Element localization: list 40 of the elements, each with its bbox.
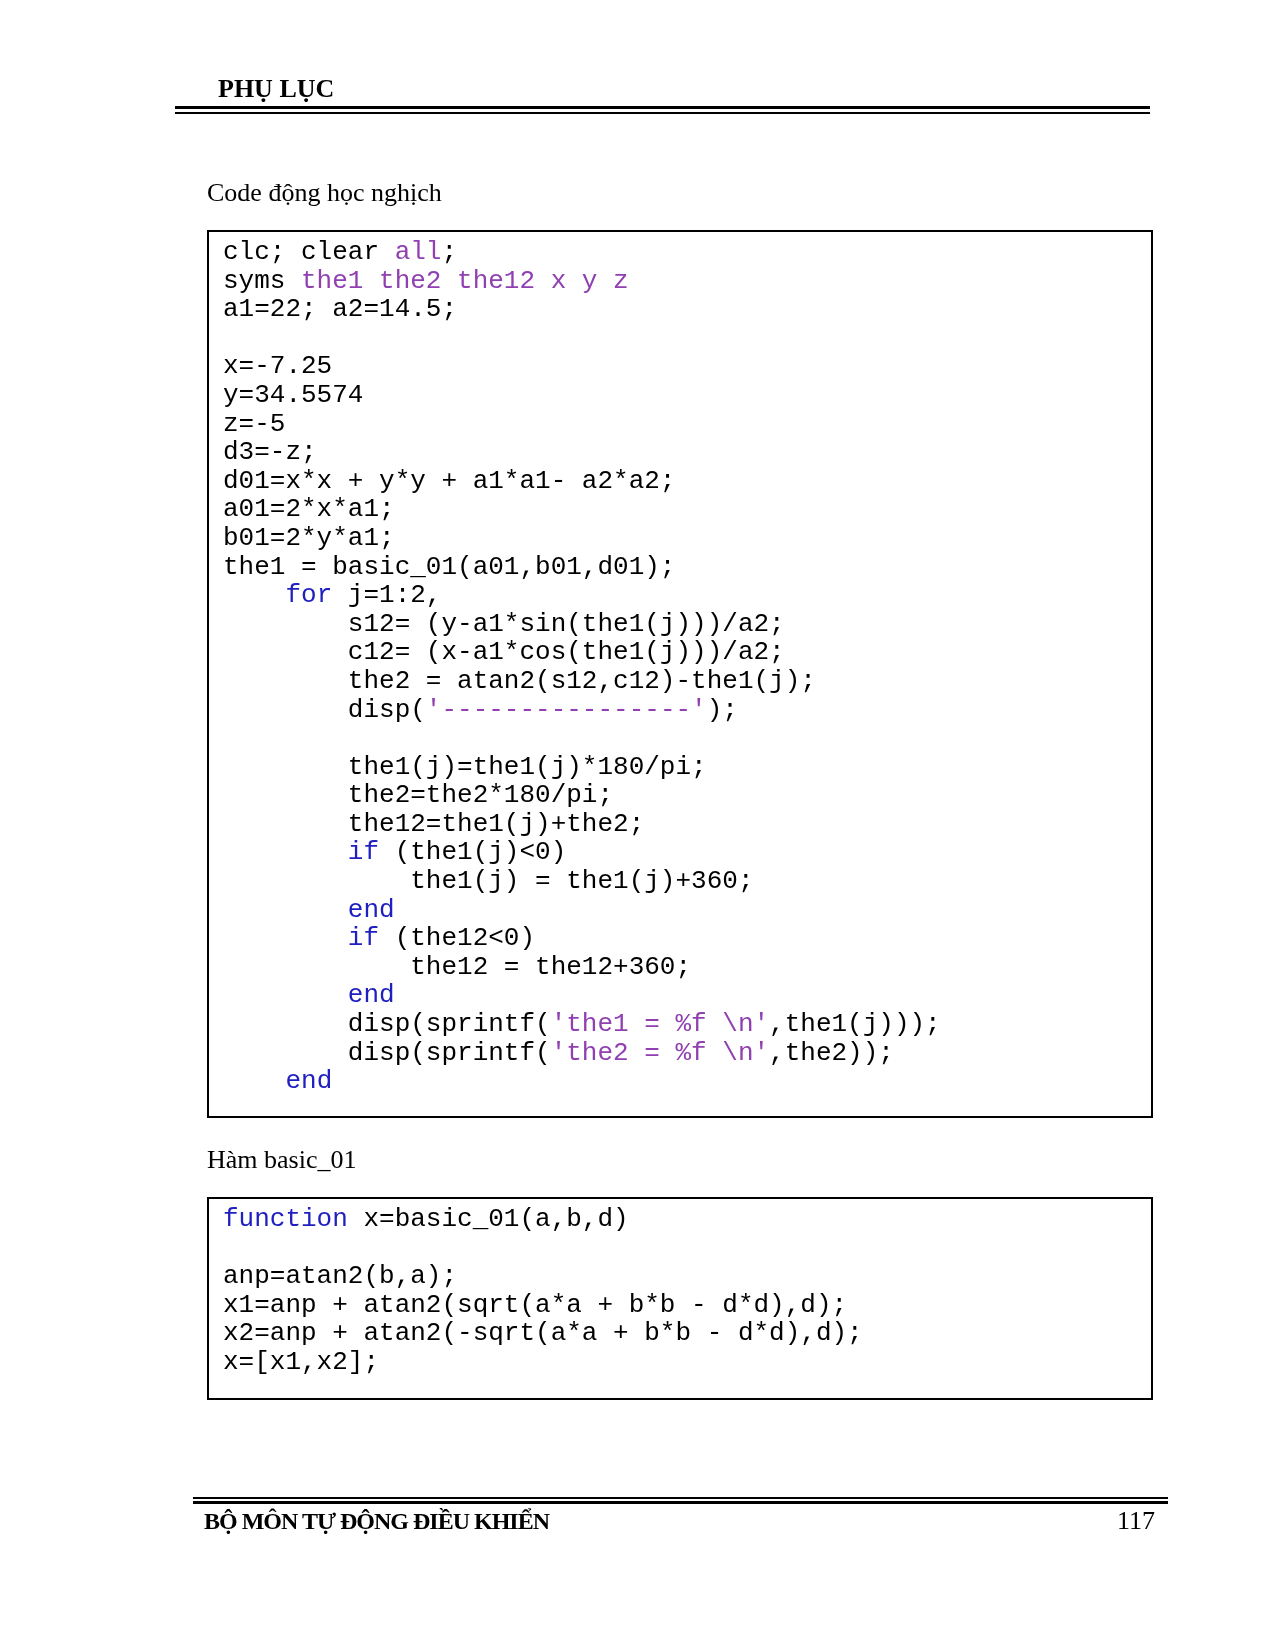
code-line: the12 = the12+360; — [409, 952, 692, 982]
code-line: the1(j)=the1(j)*180/pi; — [346, 752, 707, 782]
code-line: if (the1(j)<0) — [346, 838, 567, 868]
page-footer: BỘ MÔN TỰ ĐỘNG ĐIỀU KHIỂN — [204, 1508, 550, 1535]
code-line: end — [346, 895, 395, 925]
code-box — [207, 230, 1153, 1118]
code-box — [207, 1197, 1153, 1400]
code-line: b01=2*y*a1; — [223, 523, 395, 553]
code-line: end — [284, 1067, 333, 1096]
code-line: x2=anp + atan2(-sqrt(a*a + b*b - d*d),d); — [223, 1319, 863, 1348]
code-line: a1=22; a2=14.5; — [223, 295, 458, 324]
code-line: disp(sprintf('the1 = %f \n',the1(j))); — [346, 1010, 941, 1039]
code-line: the1(j) = the1(j)+360; — [409, 867, 754, 896]
page-header: PHỤ LỤC — [218, 74, 335, 104]
code-line: anp=atan2(b,a); — [223, 1262, 458, 1291]
code-line: function x=basic_01(a,b,d) — [223, 1205, 629, 1234]
code-line: disp(sprintf('the2 = %f \n',the2)); — [346, 1038, 894, 1068]
code-line: end — [346, 981, 395, 1011]
code-line: the12=the1(j)+the2; — [346, 809, 645, 839]
code-line: the2 = atan2(s12,c12)-the1(j); — [346, 666, 816, 696]
code-line: s12= (y-a1*sin(the1(j)))/a2; — [346, 609, 785, 639]
code-line: d01=x*x + y*y + a1*a1- a2*a2; — [223, 466, 676, 496]
section-heading: Code động học nghịch — [207, 178, 442, 208]
code-line: disp('----------------'); — [346, 695, 738, 725]
code-line: for j=1:2, — [284, 581, 442, 610]
code-line: a01=2*x*a1; — [223, 495, 395, 524]
code-line: syms the1 the2 the12 x y z — [223, 266, 629, 296]
code-line: x=[x1,x2]; — [223, 1347, 380, 1377]
code-line: x=-7.25 — [223, 352, 333, 381]
section-heading: Hàm basic_01 — [207, 1145, 357, 1175]
code-line: y=34.5574 — [223, 380, 364, 410]
code-line: if (the12<0) — [346, 924, 536, 953]
code-line: z=-5 — [223, 409, 286, 439]
code-line: c12= (x-a1*cos(the1(j)))/a2; — [346, 638, 785, 667]
code-line: the2=the2*180/pi; — [346, 781, 614, 810]
code-line: clc; clear all; — [223, 238, 458, 267]
page-number: 117 — [1117, 1506, 1156, 1536]
code-line: x1=anp + atan2(sqrt(a*a + b*b - d*d),d); — [223, 1290, 848, 1320]
code-line: the1 = basic_01(a01,b01,d01); — [223, 552, 676, 582]
code-line: d3=-z; — [223, 438, 317, 467]
